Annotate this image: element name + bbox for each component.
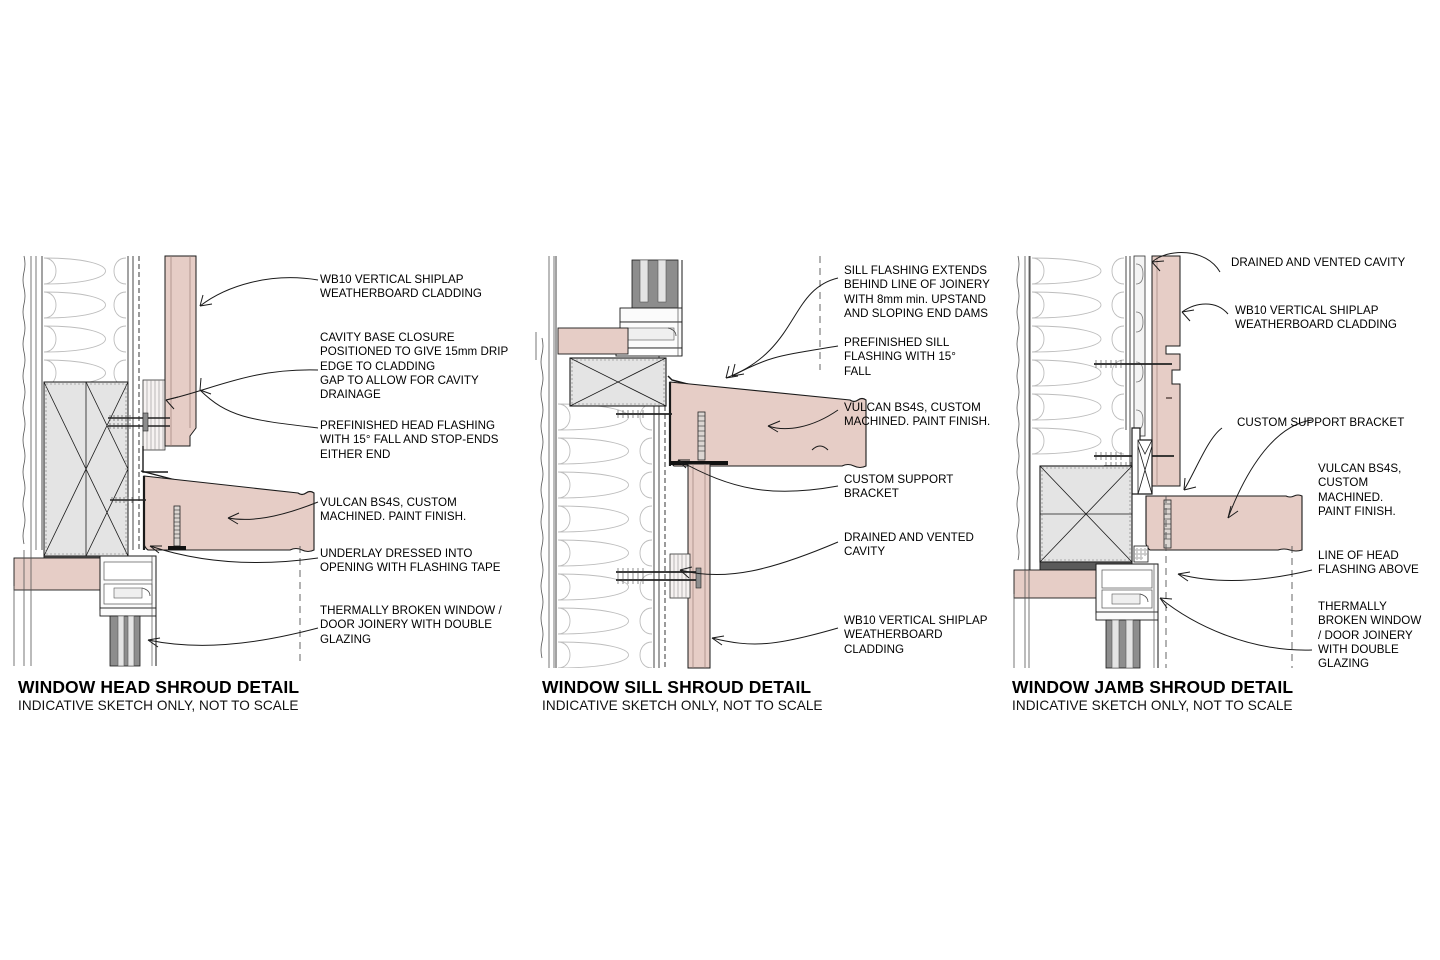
head-detail-svg [13,255,319,667]
head-note-head-flashing: PREFINISHED HEAD FLASHING WITH 15° FALL … [320,419,499,461]
sill-subtitle: INDICATIVE SKETCH ONLY, NOT TO SCALE [542,698,823,714]
head-shroud-timber [142,475,315,553]
jamb-title-block: WINDOW JAMB SHROUD DETAIL INDICATIVE SKE… [1012,678,1293,714]
jamb-window-joinery [1013,545,1159,669]
sill-note-cavity: DRAINED AND VENTED CAVITY [844,531,974,559]
jamb-shroud-screw [1163,499,1172,549]
jamb-cavity-batten [1133,255,1146,437]
sill-fixing-screws-lower [616,567,702,589]
jamb-note-vulcan: VULCAN BS4S, CUSTOM MACHINED. PAINT FINI… [1318,462,1402,518]
jamb-support-bracket [1131,427,1153,495]
head-interior-lining [22,255,37,550]
sill-note-vulcan: VULCAN BS4S, CUSTOM MACHINED. PAINT FINI… [844,401,991,429]
head-joinery-reveal [43,381,129,557]
head-leader-lines [147,277,319,648]
jamb-note-cladding: WB10 VERTICAL SHIPLAP WEATHERBOARD CLADD… [1235,304,1397,332]
panel-head-drawing [0,250,520,670]
panel-sill-drawing [520,250,1020,670]
sill-shroud-timber [668,381,867,469]
head-note-cladding: WB10 VERTICAL SHIPLAP WEATHERBOARD CLADD… [320,273,482,301]
jamb-note-joinery: THERMALLY BROKEN WINDOW / DOOR JOINERY W… [1318,600,1422,671]
jamb-insulation-batts [1031,257,1125,455]
sill-note-flashing-extends: SILL FLASHING EXTENDS BEHIND LINE OF JOI… [844,264,990,320]
head-note-vulcan: VULCAN BS4S, CUSTOM MACHINED. PAINT FINI… [320,496,467,524]
jamb-detail-svg [1013,252,1313,669]
head-note-underlay: UNDERLAY DRESSED INTO OPENING WITH FLASH… [320,547,501,575]
jamb-fixing-screw-upper [1094,360,1172,368]
jamb-title: WINDOW JAMB SHROUD DETAIL [1012,677,1294,697]
head-shroud-screw [168,505,186,550]
sill-title: WINDOW SILL SHROUD DETAIL [542,677,812,697]
sill-shroud-screw [670,411,728,465]
sill-fixing-screw-upper [616,410,672,418]
jamb-note-cavity: DRAINED AND VENTED CAVITY [1231,256,1406,269]
sill-note-bracket: CUSTOM SUPPORT BRACKET [844,473,954,501]
jamb-interior-lining [1016,255,1030,570]
sill-note-prefinished: PREFINISHED SILL FLASHING WITH 15° FALL [844,336,956,378]
sill-joinery-reveal [569,357,667,407]
jamb-cladding-board [1151,255,1181,487]
jamb-subtitle: INDICATIVE SKETCH ONLY, NOT TO SCALE [1012,698,1293,714]
sill-note-cladding: WB10 VERTICAL SHIPLAP WEATHERBOARD CLADD… [844,614,988,656]
sill-insulation-batts [557,403,653,668]
sill-title-block: WINDOW SILL SHROUD DETAIL INDICATIVE SKE… [542,678,823,714]
head-fixing-screws [108,412,170,432]
panel-jamb-drawing [1000,250,1440,670]
head-subtitle: INDICATIVE SKETCH ONLY, NOT TO SCALE [18,698,299,714]
head-insulation-batts [43,257,127,382]
jamb-note-bracket: CUSTOM SUPPORT BRACKET [1237,416,1405,429]
sill-cladding-board [687,463,711,669]
head-note-joinery: THERMALLY BROKEN WINDOW / DOOR JOINERY W… [320,604,502,646]
head-title-block: WINDOW HEAD SHROUD DETAIL INDICATIVE SKE… [18,678,299,714]
sill-interior-lining [540,256,555,668]
jamb-joinery-reveal [1039,465,1133,563]
head-window-joinery [13,550,157,667]
jamb-shroud-timber [1145,494,1303,552]
head-note-base-closure: CAVITY BASE CLOSURE POSITIONED TO GIVE 1… [320,331,509,402]
sill-detail-svg [535,256,867,669]
head-title: WINDOW HEAD SHROUD DETAIL [18,677,300,697]
head-shroud-fixing [110,497,146,503]
jamb-note-line-head: LINE OF HEAD FLASHING ABOVE [1318,549,1419,577]
jamb-leader-lines [1151,252,1313,651]
jamb-reference-lines [1165,496,1293,668]
sill-window-joinery [535,259,683,360]
sill-leader-lines [677,277,839,646]
